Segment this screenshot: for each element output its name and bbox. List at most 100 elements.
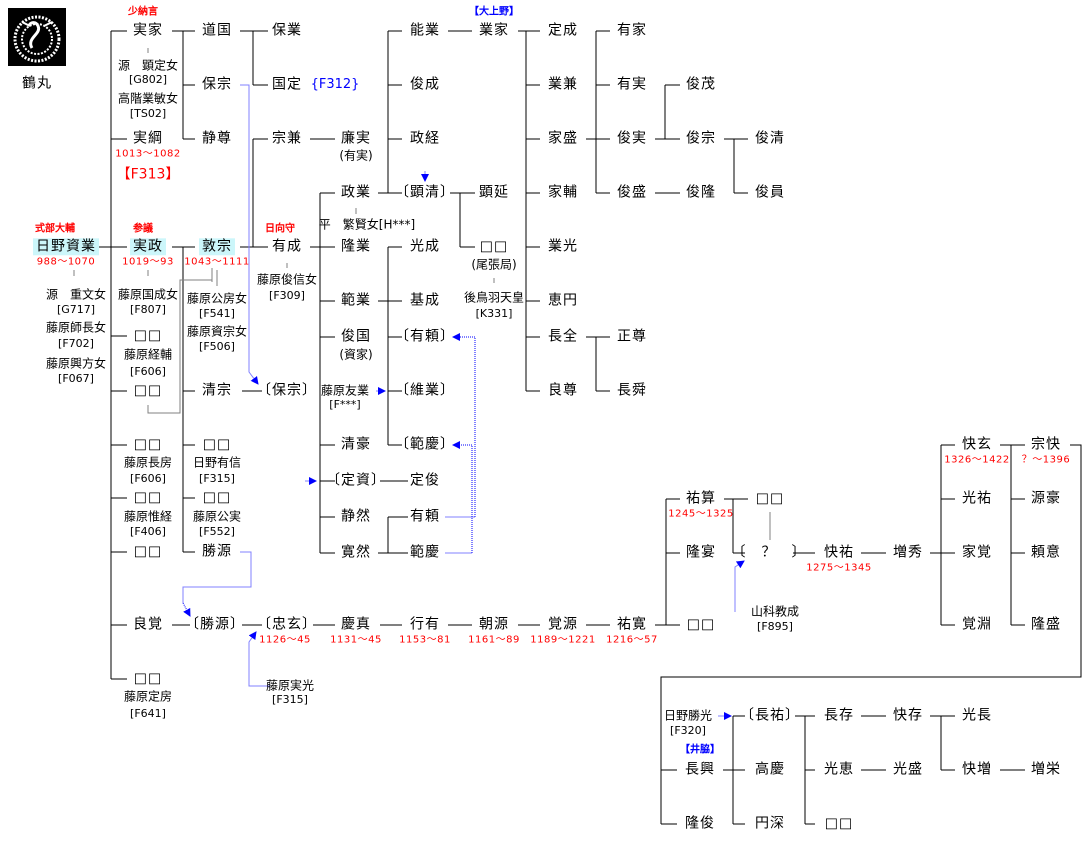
mother-name: (資家) — [339, 347, 373, 362]
person-name: 〔有頼〕 — [395, 328, 455, 345]
person-name: 高慶 — [755, 761, 785, 778]
life-dates: 1043〜1111 — [184, 256, 250, 268]
reference-code: [K331] — [475, 306, 513, 320]
person-name: 業家 — [479, 22, 509, 39]
reference-code: [F541] — [199, 306, 235, 320]
person-name: 業光 — [548, 238, 578, 255]
person-name: 行有 — [410, 616, 440, 633]
person-name: 祐寛 — [617, 616, 647, 633]
office-title: 少納言 — [128, 6, 158, 18]
person-name: 俊隆 — [686, 184, 716, 201]
reference-code: 【F313】 — [116, 166, 180, 183]
person-name: 定成 — [548, 22, 578, 39]
person-name: 道国 — [202, 22, 232, 39]
person-name: 有実 — [617, 76, 647, 93]
mother-name: 藤原長房 — [123, 455, 173, 470]
reference-code: [F320] — [670, 723, 706, 737]
lineage-lines — [98, 30, 1082, 825]
person-name: 恵円 — [548, 292, 578, 309]
reference-code: [F641] — [130, 706, 166, 720]
person-name: 〔範慶〕 — [395, 436, 455, 453]
person-name: 快存 — [893, 707, 923, 724]
person-name: 光盛 — [893, 761, 923, 778]
person-name: 正尊 — [617, 328, 647, 345]
person-name: 政業 — [341, 184, 371, 201]
person-name: 〔定資〕 — [326, 472, 386, 489]
reference-code: [F315] — [272, 692, 308, 706]
life-dates: 1245〜1325 — [668, 508, 734, 520]
person-name: 隆俊 — [685, 815, 715, 832]
person-name: 廉実 — [341, 130, 371, 147]
mother-name: 後鳥羽天皇 — [463, 290, 525, 305]
reference-link[interactable]: {F312} — [310, 76, 360, 92]
mother-name: 源 重文女 — [45, 287, 107, 302]
reference-code: [F552] — [199, 524, 235, 538]
highlighted-person-name: 日野資業 — [33, 238, 99, 256]
mother-name: 藤原師長女 — [45, 320, 107, 335]
reference-code: [F702] — [58, 336, 94, 350]
reference-code: [F895] — [757, 619, 793, 633]
mother-name: 藤原資宗女 — [186, 324, 248, 339]
person-name: 光成 — [410, 238, 440, 255]
person-name: □□ — [755, 490, 785, 507]
mother-name: 日野有信 — [192, 455, 242, 470]
mother-name: 藤原惟経 — [123, 509, 173, 524]
mother-name: 藤原実光 — [265, 678, 315, 693]
person-name: □□ — [133, 543, 163, 560]
life-dates: 1126〜45 — [259, 634, 311, 646]
person-name: □□ — [479, 238, 509, 255]
person-name: 良覚 — [133, 616, 163, 633]
person-name: 増栄 — [1031, 761, 1061, 778]
life-dates: 1019〜93 — [122, 256, 174, 268]
reference-code: [F***] — [329, 397, 361, 411]
person-name: 隆業 — [341, 238, 371, 255]
person-name: 覚源 — [548, 616, 578, 633]
reference-code: [G802] — [128, 72, 168, 86]
person-name: 業兼 — [548, 76, 578, 93]
office-title: 式部大輔 — [35, 223, 75, 235]
mother-name: 藤原国成女 — [117, 287, 179, 302]
person-name: 寛然 — [341, 544, 371, 561]
person-name: 隆宴 — [686, 544, 716, 561]
person-name: 頼意 — [1031, 544, 1061, 561]
person-name: 清宗 — [202, 382, 232, 399]
person-name: □□ — [133, 327, 163, 344]
person-name: 俊宗 — [686, 130, 716, 147]
life-dates: 1153〜81 — [399, 634, 451, 646]
person-name: 〔顕清〕 — [395, 184, 455, 201]
person-name: 保業 — [272, 22, 302, 39]
person-name: 隆盛 — [1031, 616, 1061, 633]
person-name: 長舜 — [617, 382, 647, 399]
person-name: 快玄 — [962, 436, 992, 453]
life-dates: 988〜1070 — [36, 256, 96, 268]
person-name: □□ — [202, 436, 232, 453]
person-name: 快祐 — [824, 544, 854, 561]
person-name: 家盛 — [548, 130, 578, 147]
person-name: 慶真 — [341, 616, 371, 633]
mother-name: 日野勝光 — [663, 708, 713, 723]
mother-name: 藤原俊信女 — [256, 272, 318, 287]
person-name: 政経 — [410, 130, 440, 147]
mother-name: 藤原経輔 — [123, 347, 173, 362]
person-name: 家覚 — [962, 544, 992, 561]
person-name: □□ — [133, 436, 163, 453]
mother-name: 藤原公実 — [192, 509, 242, 524]
reference-code: [G717] — [56, 302, 96, 316]
reference-code: [F807] — [130, 302, 166, 316]
mother-name: 藤原公房女 — [186, 291, 248, 306]
life-dates: ？〜1396 — [1021, 454, 1071, 466]
person-name: 清豪 — [341, 436, 371, 453]
person-name: 定俊 — [410, 472, 440, 489]
person-name: 〔勝源〕 — [185, 616, 245, 633]
person-name: 俊清 — [755, 130, 785, 147]
mother-name: (尾張局) — [471, 257, 517, 272]
person-name: 実家 — [133, 22, 163, 39]
person-name: 有頼 — [410, 508, 440, 525]
reference-code: [F309] — [269, 288, 305, 302]
person-name: 増秀 — [893, 544, 923, 561]
person-name: 宗快 — [1031, 436, 1061, 453]
person-name: 顕延 — [479, 184, 509, 201]
person-name: 〔 ？ 〕 — [731, 544, 807, 561]
